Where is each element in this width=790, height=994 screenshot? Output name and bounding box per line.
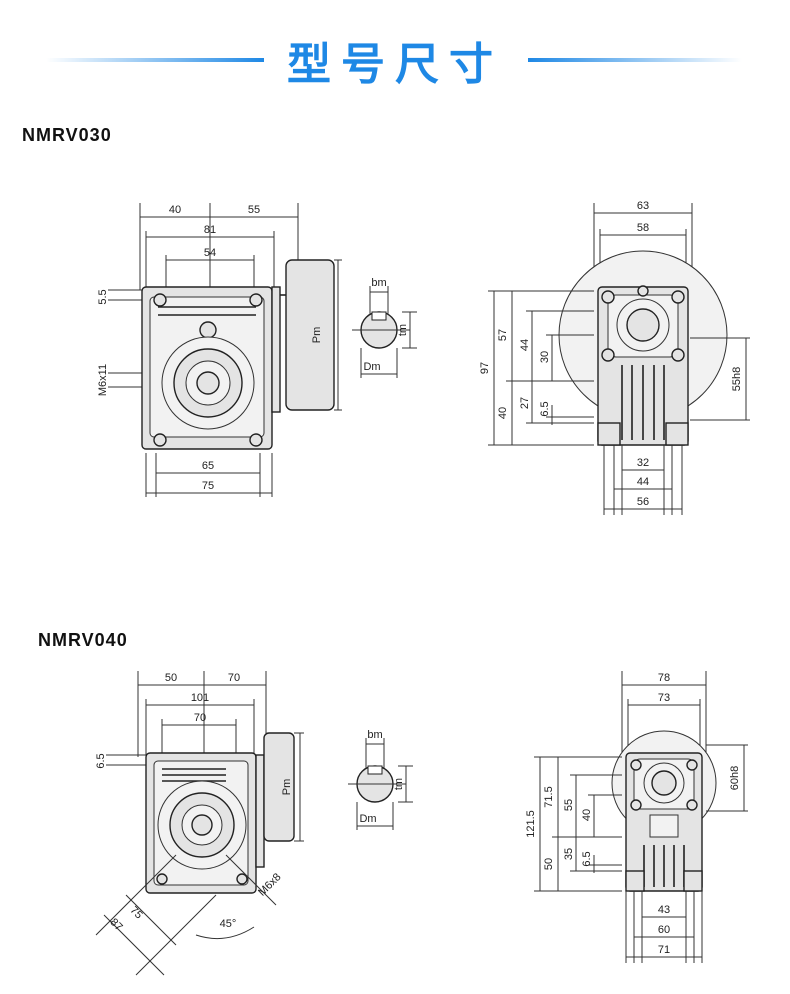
dim-121-5: 121.5 (525, 810, 537, 838)
title-rule-left (46, 58, 264, 62)
dim-60: 60 (658, 924, 670, 936)
dim-6-5: 6.5 (581, 851, 593, 866)
nmrv030-side-view: 63 58 97 57 40 44 30 27 6.5 55h8 32 44 (479, 200, 750, 515)
dim-44b: 44 (637, 476, 649, 488)
dim-71-5: 71.5 (543, 786, 555, 807)
dim-6-5: 6.5 (95, 753, 107, 768)
dim-44: 44 (519, 339, 531, 351)
dim-55: 55 (248, 204, 260, 216)
shaft-tm: tm (397, 324, 409, 336)
angle-45: 45° (220, 918, 237, 930)
nmrv040-shaft-detail: bm tm Dm (348, 729, 413, 830)
model-label-nmrv040: NMRV040 (38, 630, 128, 650)
dim-57: 57 (497, 329, 509, 341)
dim-pm: Pm (311, 327, 323, 344)
shaft-dm: Dm (363, 361, 380, 373)
shaft-dm: Dm (359, 813, 376, 825)
shaft-tm: tm (393, 778, 405, 790)
dim-pm: Pm (281, 779, 293, 796)
shaft-bm: bm (371, 277, 386, 289)
dim-58: 58 (637, 222, 649, 234)
dim-56: 56 (637, 496, 649, 508)
dim-6-5: 6.5 (539, 401, 551, 416)
dim-70: 70 (228, 672, 240, 684)
nmrv030-shaft-detail: bm tm Dm (352, 277, 417, 378)
dim-101: 101 (191, 692, 209, 704)
dim-73: 73 (658, 692, 670, 704)
dim-78: 78 (658, 672, 670, 684)
nmrv040-side-view: 78 73 121.5 71.5 50 55 40 35 6.5 60h8 43… (525, 671, 748, 963)
dim-5-5: 5.5 (97, 289, 109, 304)
dim-35: 35 (563, 848, 575, 860)
dim-54: 54 (204, 247, 216, 259)
dim-55h8: 55h8 (731, 367, 743, 391)
dim-m6x8: M6x8 (256, 871, 284, 899)
dim-40: 40 (497, 407, 509, 419)
dim-43: 43 (658, 904, 670, 916)
dim-40: 40 (581, 809, 593, 821)
dim-50: 50 (165, 672, 177, 684)
dim-71: 71 (658, 944, 670, 956)
model-label-nmrv030: NMRV030 (22, 125, 112, 145)
title-rule-right (528, 58, 742, 62)
dim-55: 55 (563, 799, 575, 811)
dim-70b: 70 (194, 712, 206, 724)
dim-27: 27 (519, 397, 531, 409)
nmrv040-front-view: 50 70 101 70 6.5 Pm 75 87 M6x8 45° (95, 671, 304, 976)
dim-60h8: 60h8 (729, 766, 741, 790)
dim-m6x11: M6x11 (97, 364, 109, 396)
dim-75: 75 (202, 480, 214, 492)
dim-81: 81 (204, 224, 216, 236)
page-title: 型号尺寸 (287, 40, 503, 89)
dim-75: 75 (128, 904, 145, 921)
nmrv030-front-view: 40 55 81 54 5.5 M6x11 Pm 65 75 (97, 203, 342, 497)
dim-30: 30 (539, 351, 551, 363)
dim-50: 50 (543, 858, 555, 870)
dim-40: 40 (169, 204, 181, 216)
shaft-bm: bm (367, 729, 382, 741)
dim-63: 63 (637, 200, 649, 212)
dim-97: 97 (479, 362, 491, 374)
dim-87: 87 (108, 916, 125, 933)
dim-65: 65 (202, 460, 214, 472)
dim-32: 32 (637, 457, 649, 469)
